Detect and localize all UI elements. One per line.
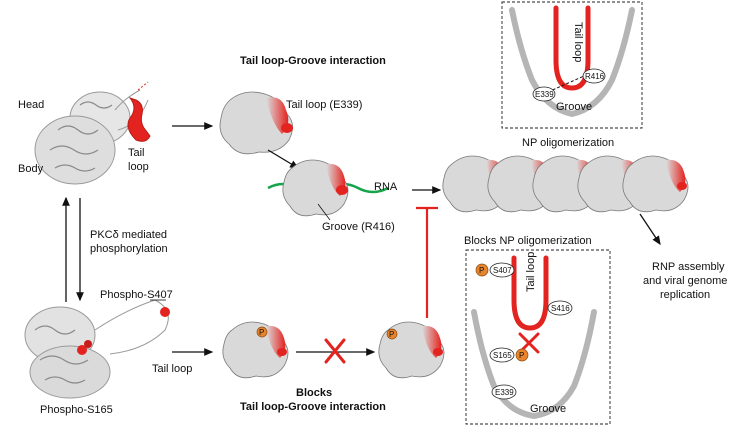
inset-bottom-s416-label: S416	[551, 304, 570, 313]
np-structure-bottom	[24, 299, 170, 399]
inset-top-e339-bubble	[532, 86, 556, 102]
inset-bottom-s407-label: S407	[493, 266, 512, 275]
inset-bottom-e339-bubble	[491, 384, 517, 400]
groove-leader	[317, 203, 331, 221]
phospho-s165-label: Phospho-S165	[40, 404, 113, 416]
inset-bottom-tail-shape	[511, 255, 549, 331]
inset-top-bond	[547, 75, 585, 93]
blocks-np-oligo-label: Blocks NP oligomerization	[464, 235, 592, 247]
inset-bottom-s416-bubble	[547, 300, 573, 316]
body-label: Body	[18, 163, 44, 175]
inset-top-box	[501, 1, 643, 129]
block-x-icon	[324, 338, 346, 364]
inset-top-r416-bubble	[582, 68, 606, 84]
rnp-label-3: replication	[660, 289, 710, 301]
tail-loop-label-top-2: loop	[128, 161, 149, 173]
inset-top-e339-label: E339	[535, 90, 554, 99]
inset-top-groove-label: Groove	[556, 101, 592, 113]
inset-bottom-p1	[475, 263, 489, 277]
inset-bottom-s165-label: S165	[493, 351, 512, 360]
tail-loop-label-top-1: Tail	[128, 147, 145, 159]
inset-bottom-s165-bubble	[489, 347, 515, 363]
pkc-label-2: phosphorylation	[90, 243, 168, 255]
phospho-s407-label: Phospho-S407	[100, 289, 173, 301]
inset-bottom-p1-label: P	[479, 266, 484, 275]
np-oligo-label: NP oligomerization	[522, 137, 614, 149]
inset-bottom-p2-label: P	[519, 351, 524, 360]
tail-loop-e339-label: Tail loop (E339)	[286, 99, 362, 111]
arrow-to-rnp	[639, 213, 661, 246]
inset-bottom-tail-label: Tail loop	[525, 252, 537, 292]
np-phospho-monomer-1	[222, 321, 289, 379]
blocks-label-1: Blocks	[296, 387, 332, 399]
np-oligomer	[442, 155, 689, 213]
inset-bottom-e339-label: E339	[495, 388, 514, 397]
p-badge-1: P	[259, 328, 264, 337]
inset-bottom-box	[465, 249, 611, 425]
inset-top-tail-label: Tail loop	[572, 22, 584, 62]
rna-label: RNA	[374, 181, 398, 193]
tlg-interaction-title: Tail loop-Groove interaction	[240, 55, 386, 67]
arrow-to-rna-np	[267, 149, 300, 169]
tail-loop-label-bottom: Tail loop	[152, 363, 192, 375]
head-label: Head	[18, 99, 44, 111]
blocks-label-2: Tail loop-Groove interaction	[240, 401, 386, 413]
inset-top-groove-shape	[509, 7, 635, 118]
inset-bottom-groove-label: Groove	[530, 403, 566, 415]
np-monomer-top	[219, 91, 293, 155]
pkc-label-1: PKCδ mediated	[90, 229, 167, 241]
inset-bottom-groove-shape	[471, 309, 597, 420]
np-structure-top	[34, 81, 151, 185]
inset-bottom-s407-bubble	[489, 262, 515, 278]
np-on-rna	[282, 159, 349, 217]
inset-bottom-p2	[515, 348, 529, 362]
rnp-label-1: RNP assembly	[652, 261, 725, 273]
groove-r416-label: Groove (R416)	[322, 221, 395, 233]
p-badge-2: P	[389, 330, 394, 339]
rnp-label-2: and viral genome	[643, 275, 727, 287]
inset-top-r416-label: R416	[585, 72, 605, 81]
np-phospho-monomer-2	[378, 321, 445, 379]
